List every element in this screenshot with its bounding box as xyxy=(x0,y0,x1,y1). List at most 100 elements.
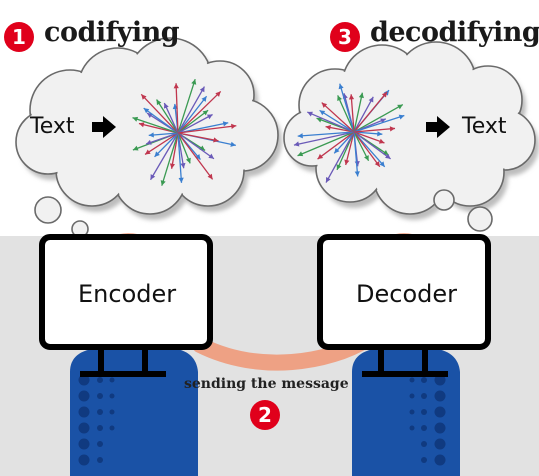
vector-arrow xyxy=(293,131,355,146)
vector-arrowhead xyxy=(380,118,386,124)
vector-arrowhead xyxy=(398,114,405,120)
vector-arrowhead xyxy=(321,102,328,108)
vector-arrow xyxy=(353,131,385,144)
vector-arrowhead xyxy=(377,131,383,137)
vector-arrow xyxy=(163,102,179,134)
vector-arrowhead xyxy=(208,153,214,159)
vector-arrowhead xyxy=(143,108,150,114)
step-3-badge: 3 xyxy=(330,22,360,52)
vector-arrowhead xyxy=(344,159,350,165)
vector-arrowhead xyxy=(169,163,176,169)
vector-arrowhead xyxy=(325,125,331,131)
vector-arrowhead xyxy=(160,180,166,186)
vector-arrowhead xyxy=(156,99,162,106)
vector-arrow xyxy=(297,131,355,157)
vector-arrow xyxy=(177,132,214,180)
vector-arrowhead xyxy=(150,174,156,180)
vector-arrowhead xyxy=(336,164,342,170)
vector-arrow xyxy=(161,132,179,186)
step-1-title: codifying xyxy=(44,17,180,48)
vector-arrow xyxy=(177,109,209,134)
vector-arrowhead xyxy=(132,145,139,151)
vector-arrowhead xyxy=(201,96,207,102)
vector-arrow xyxy=(177,132,183,183)
vector-arrowhead xyxy=(307,111,313,117)
vector-arrowhead xyxy=(230,141,236,147)
vector-arrow xyxy=(177,132,219,142)
vector-arrowhead xyxy=(326,176,331,183)
vector-arrow xyxy=(149,132,179,181)
vector-arrowhead xyxy=(379,161,385,167)
vector-arrow xyxy=(144,132,179,156)
vector-arrowhead xyxy=(368,96,374,103)
vector-arrow xyxy=(145,132,179,145)
vector-arrow xyxy=(353,127,396,133)
vector-arrowhead xyxy=(145,149,151,155)
vector-arrowhead xyxy=(319,110,326,116)
vector-arrowhead xyxy=(337,95,343,101)
vector-arrowhead xyxy=(148,132,154,138)
vector-arrow xyxy=(337,95,355,133)
vector-arrowhead xyxy=(397,104,403,110)
vector-arrow xyxy=(154,132,179,158)
vector-arrowhead xyxy=(385,153,391,159)
vector-arrow xyxy=(143,107,179,134)
vector-arrowhead xyxy=(141,94,147,100)
right-arrow-right-icon xyxy=(426,116,450,138)
vector-arrowhead xyxy=(138,122,145,128)
vector-arrow xyxy=(140,93,179,134)
vector-arrowhead xyxy=(364,155,369,161)
vector-arrowhead xyxy=(207,173,213,180)
vector-arrow xyxy=(170,132,179,169)
vector-arrowhead xyxy=(374,161,380,167)
vector-arrow xyxy=(353,114,405,133)
vector-arrow xyxy=(353,131,381,168)
vector-arrowhead xyxy=(358,92,364,99)
decoder-monitor-icon xyxy=(317,234,491,377)
vector-arrowhead xyxy=(206,114,213,120)
vector-arrowhead xyxy=(378,138,385,144)
vector-arrow xyxy=(317,131,355,160)
vector-arrowhead xyxy=(163,103,169,109)
vector-arrowhead xyxy=(146,139,152,145)
encoder-label: Encoder xyxy=(78,280,177,308)
right-vector-burst-icon xyxy=(293,83,405,183)
left-vector-burst-icon xyxy=(132,78,237,186)
step-3-title: decodifying xyxy=(370,17,539,48)
encoder-monitor-icon xyxy=(39,234,213,377)
vector-arrow xyxy=(339,83,355,133)
step-1-badge: 1 xyxy=(4,22,34,52)
vector-arrowhead xyxy=(389,126,396,132)
vector-arrowhead xyxy=(354,171,360,177)
vector-arrowhead xyxy=(317,153,324,160)
vector-arrowhead xyxy=(178,177,184,183)
vector-arrowhead xyxy=(334,147,340,154)
vector-arrow xyxy=(353,131,370,162)
encoder-computer-tower-icon xyxy=(70,348,198,476)
vector-arrowhead xyxy=(154,151,160,157)
vector-arrow xyxy=(350,94,355,133)
vector-arrowhead xyxy=(202,110,209,116)
vector-arrowhead xyxy=(316,117,323,123)
vector-arrow xyxy=(319,109,355,133)
vector-arrow xyxy=(353,131,359,177)
vector-arrowhead xyxy=(293,141,300,147)
vector-arrowhead xyxy=(195,154,201,160)
step-2-title: sending the message xyxy=(184,376,349,392)
vector-arrow xyxy=(177,90,222,134)
vector-arrow xyxy=(353,131,391,160)
vector-arrow xyxy=(175,83,179,134)
vector-arrow xyxy=(353,91,388,133)
decoder-label: Decoder xyxy=(356,280,457,308)
vector-arrow xyxy=(177,78,196,134)
vector-arrowhead xyxy=(185,157,191,164)
vector-arrowhead xyxy=(180,162,186,169)
vector-arrow xyxy=(177,132,191,164)
vector-arrow xyxy=(156,99,179,134)
vector-arrowhead xyxy=(213,137,219,143)
vector-arrowhead xyxy=(199,86,205,93)
vector-arrow xyxy=(345,131,355,166)
vector-arrow xyxy=(353,92,364,133)
